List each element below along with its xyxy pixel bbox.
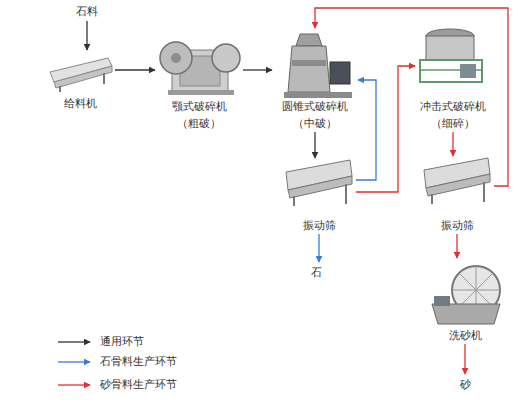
feeder-illustration (50, 58, 112, 92)
flow-arrow (464, 344, 465, 374)
cone-body (288, 46, 330, 92)
screen-side (288, 176, 352, 198)
washer-node: 洗砂机 (428, 258, 502, 344)
impact-crusher-illustration (420, 29, 482, 82)
screen-leg (431, 194, 433, 204)
feeder-side (54, 66, 112, 88)
crusher-node: 圆锥式破碎机（中破） (272, 28, 358, 132)
node-label: 振动筛 (303, 217, 336, 234)
flow-arrow (115, 69, 155, 70)
flow-arrow (356, 66, 415, 192)
flow-arrow (315, 8, 508, 186)
cone-band (292, 60, 326, 66)
legend-sample (58, 341, 90, 342)
washer-tank (432, 304, 500, 324)
jaw-crusher-illustration (160, 42, 240, 95)
node-label: 给料机 (64, 95, 97, 112)
jaw-flywheel (212, 44, 240, 72)
flow-arrow (86, 21, 87, 50)
jaw-base (168, 90, 234, 95)
impact-motor (460, 64, 476, 78)
node-label: 冲击式破碎机 (420, 98, 486, 115)
flow-arrow (356, 80, 376, 180)
node-label: 石料 (76, 3, 98, 20)
feeder-node: 给料机 (45, 50, 115, 112)
vibrating-screen-illustration (424, 158, 490, 204)
screen-node: 振动筛 (420, 156, 494, 234)
output-label: 砂 (454, 374, 476, 394)
legend-text: 石骨料生产环节 (100, 354, 177, 370)
flow-arrow (452, 132, 453, 156)
cone-base (284, 92, 352, 98)
jaw-flywheel (160, 42, 192, 74)
node-label: 砂 (460, 376, 471, 393)
washer-spoke (459, 273, 493, 307)
cone-crusher-illustration (284, 34, 352, 98)
input-label: 石料 (70, 1, 104, 21)
sand-washer-illustration (432, 266, 500, 324)
cone-motor (330, 62, 350, 84)
flow-arrow (314, 132, 315, 158)
screen-side (426, 174, 490, 196)
jaw-hub (171, 53, 181, 63)
screen-node: 振动筛 (282, 158, 356, 234)
node-label: 振动筛 (441, 217, 474, 234)
screen-leg (483, 182, 485, 202)
screen-leg (345, 184, 347, 204)
washer-motor (434, 296, 450, 306)
legend-text: 通用环节 (100, 334, 144, 350)
vibrating-screen-illustration (286, 160, 352, 206)
impact-drum (426, 36, 474, 60)
flow-arrow (456, 234, 457, 258)
node-label: 洗砂机 (449, 327, 482, 344)
screen-leg (293, 196, 295, 206)
output-label: 石 (305, 262, 327, 282)
legend-sample (58, 384, 90, 385)
crusher-node: 冲击式破碎机（细碎） (415, 24, 491, 132)
node-sublabel: （粗破） (177, 115, 221, 132)
node-label: 石 (311, 264, 322, 281)
flow-arrow (318, 234, 319, 262)
washer-spoke (459, 273, 493, 307)
legend-text: 砂骨料生产环节 (100, 377, 177, 393)
cone-top (296, 34, 322, 46)
flow-arrow (243, 69, 272, 70)
node-label: 圆锥式破碎机 (282, 98, 348, 115)
impact-frame (420, 60, 482, 82)
crusher-node: 颚式破碎机（粗破） (155, 36, 243, 132)
node-label: 颚式破碎机 (172, 98, 227, 115)
legend-sample (58, 361, 90, 362)
node-sublabel: （细碎） (431, 115, 475, 132)
node-sublabel: （中破） (293, 115, 337, 132)
feeder-leg (103, 73, 105, 84)
feeder-leg (59, 86, 61, 92)
